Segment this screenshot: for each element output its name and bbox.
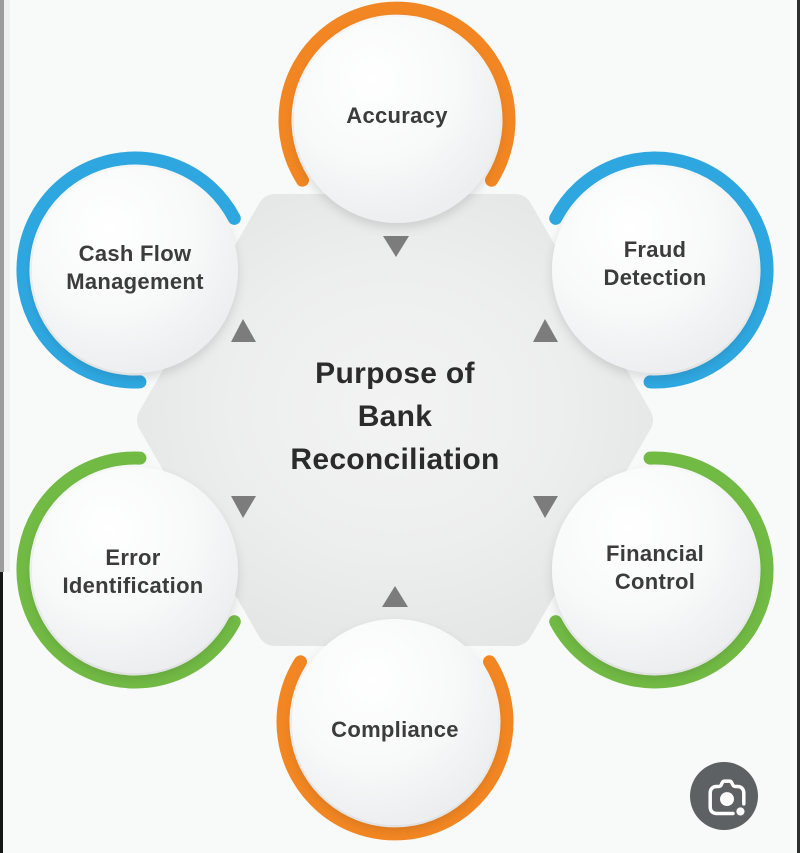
node-label-line: Management xyxy=(66,269,204,294)
node-label-accuracy: Accuracy xyxy=(297,102,497,130)
ring-error-identification xyxy=(16,451,241,689)
left-edge-highlight xyxy=(4,0,10,572)
arrow-bottom-icon xyxy=(382,586,408,607)
node-label-financial-control: Financial Control xyxy=(545,540,765,596)
ring-fraud-detection xyxy=(549,151,774,389)
node-label-cash-flow-management: Cash Flow Management xyxy=(20,240,250,296)
node-label-line: Financial xyxy=(605,541,705,566)
arrow-lower-right-icon xyxy=(533,496,558,518)
ring-arcs xyxy=(16,1,774,841)
circle-cash-flow-management xyxy=(32,167,238,373)
circle-error-identification xyxy=(32,467,238,673)
arrow-upper-left-icon xyxy=(231,319,256,342)
node-label-line: Detection xyxy=(603,265,707,290)
node-label-line: Accuracy xyxy=(346,103,448,128)
node-label-line: Error xyxy=(105,545,161,570)
left-edge-strip xyxy=(0,0,4,572)
arrow-upper-right-icon xyxy=(533,319,558,342)
left-edge-dark-strip xyxy=(0,572,3,853)
ring-accuracy xyxy=(278,1,516,187)
node-label-line: Control xyxy=(614,569,696,594)
node-label-line: Cash Flow xyxy=(78,241,192,266)
camera-lens-icon xyxy=(690,762,758,830)
circle-financial-control xyxy=(552,467,758,673)
node-label-line: Compliance xyxy=(331,717,459,742)
diagram-title-line: Reconciliation xyxy=(290,443,500,476)
circle-compliance xyxy=(292,619,498,825)
diagram-title: Purpose of Bank Reconciliation xyxy=(218,352,572,492)
camera-lens-button[interactable] xyxy=(690,762,758,830)
node-label-fraud-detection: Fraud Detection xyxy=(555,236,755,292)
node-label-line: Fraud xyxy=(623,237,687,262)
ring-financial-control xyxy=(549,451,774,689)
center-hexagon-plate xyxy=(137,194,653,646)
diagram-title-line: Bank xyxy=(357,400,433,433)
circle-accuracy xyxy=(294,17,500,223)
diagram-title-line: Purpose of xyxy=(315,357,475,390)
arrow-top-icon xyxy=(383,236,409,257)
ring-compliance xyxy=(276,655,514,841)
arrow-lower-left-icon xyxy=(231,496,256,518)
right-edge-dark-strip xyxy=(797,0,800,853)
circle-fraud-detection xyxy=(552,167,758,373)
node-label-error-identification: Error Identification xyxy=(18,544,248,600)
node-circles xyxy=(32,17,758,825)
node-label-compliance: Compliance xyxy=(295,716,495,744)
node-label-line: Identification xyxy=(62,573,204,598)
ring-cash-flow-management xyxy=(16,151,241,389)
connector-arrows xyxy=(231,236,558,607)
